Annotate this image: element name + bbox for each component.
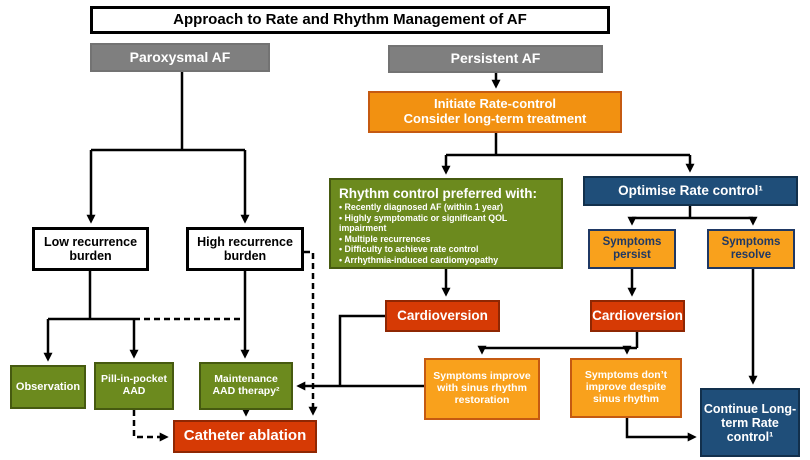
node-cardioversion-left-label: Cardioversion <box>397 308 488 324</box>
node-symptoms-resolve-label: Symptoms resolve <box>721 236 781 261</box>
node-observation-label: Observation <box>15 380 81 393</box>
node-continue-rate-control-label: Continue Long-term Rate control¹ <box>703 401 797 444</box>
node-optimise-rate-control: Optimise Rate control¹ <box>583 176 798 206</box>
node-initiate-line1: Initiate Rate-control <box>433 96 557 112</box>
node-maintenance-aad-therapy: Maintenance AAD therapy² <box>199 362 293 410</box>
node-catheter-ablation: Catheter ablation <box>173 420 317 453</box>
node-low-recurrence-label: Low recurrence burden <box>43 235 138 263</box>
node-persistent-af: Persistent AF <box>388 45 603 73</box>
node-low-recurrence-burden: Low recurrence burden <box>32 227 149 271</box>
rhythm-bullet-highly-symptomatic: Highly symptomatic or significant QOL im… <box>339 213 555 234</box>
node-paroxysmal-af: Paroxysmal AF <box>90 43 270 72</box>
rhythm-bullet-multiple-recurrences: Multiple recurrences <box>339 234 555 245</box>
node-maintenance-label: Maintenance AAD therapy² <box>212 373 280 397</box>
node-cardioversion-rate-path: Cardioversion <box>590 300 685 332</box>
rhythm-bullet-recently-diagnosed: Recently diagnosed AF (within 1 year) <box>339 202 555 213</box>
node-cardioversion-rhythm-path: Cardioversion <box>385 300 500 332</box>
rhythm-bullet-cardiomyopathy: Arrhythmia-induced cardiomyopathy <box>339 255 555 266</box>
rhythm-control-heading: Rhythm control preferred with: <box>339 186 538 201</box>
node-optimise-rate-control-label: Optimise Rate control¹ <box>618 183 763 199</box>
node-pill-in-pocket-label: Pill-in-pocket AAD <box>101 373 167 397</box>
arrow-dontimprove-to-continue <box>625 418 697 442</box>
node-high-recurrence-burden: High recurrence burden <box>186 227 304 271</box>
node-pill-in-pocket-aad: Pill-in-pocket AAD <box>94 362 174 410</box>
node-continue-long-term-rate-control: Continue Long-term Rate control¹ <box>700 388 800 457</box>
rhythm-bullet-difficulty-rate-control: Difficulty to achieve rate control <box>339 245 555 255</box>
rhythm-control-bullet-list: Recently diagnosed AF (within 1 year) Hi… <box>339 202 555 267</box>
node-high-recurrence-label: High recurrence burden <box>197 235 293 263</box>
node-initiate-rate-control: Initiate Rate-control Consider long-term… <box>368 91 622 133</box>
node-symptoms-improve: Symptoms improve with sinus rhythm resto… <box>424 358 540 420</box>
connector-cardioleft-elbow <box>338 314 385 386</box>
node-symptoms-resolve: Symptoms resolve <box>707 229 795 269</box>
node-catheter-ablation-label: Catheter ablation <box>183 427 307 445</box>
node-initiate-line2: Consider long-term treatment <box>403 111 587 126</box>
node-persistent-af-label: Persistent AF <box>450 50 541 67</box>
node-symptoms-improve-label: Symptoms improve with sinus rhythm resto… <box>433 370 531 406</box>
flowchart-title-text: Approach to Rate and Rhythm Management o… <box>173 10 527 28</box>
node-symptoms-dont-improve: Symptoms don’t improve despite sinus rhy… <box>570 358 682 418</box>
flowchart-title: Approach to Rate and Rhythm Management o… <box>90 6 610 34</box>
node-rhythm-control-preferred: Rhythm control preferred with: Recently … <box>329 178 563 269</box>
node-symptoms-persist: Symptoms persist <box>588 229 676 269</box>
node-symptoms-persist-label: Symptoms persist <box>602 236 662 261</box>
node-cardioversion-right-label: Cardioversion <box>592 308 683 324</box>
dashed-highrec-to-catheter <box>304 250 318 416</box>
node-paroxysmal-af-label: Paroxysmal AF <box>129 48 231 65</box>
node-symptoms-dont-improve-label: Symptoms don’t improve despite sinus rhy… <box>584 369 668 405</box>
dashed-pill-to-catheter <box>132 410 169 442</box>
node-observation: Observation <box>10 365 86 409</box>
